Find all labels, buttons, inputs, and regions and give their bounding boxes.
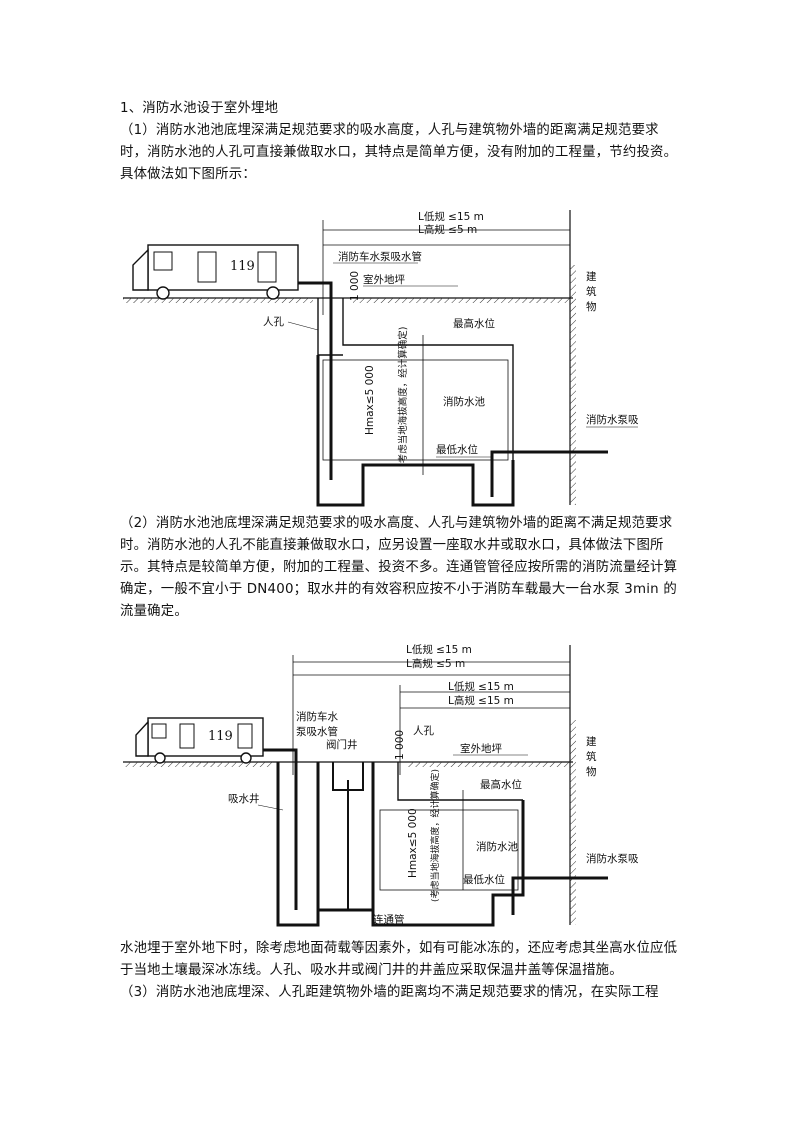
max-level-label: 最高水位 xyxy=(480,778,522,791)
manhole-label: 人孔 xyxy=(413,724,434,737)
paragraph-4: （3）消防水池池底埋深、人孔距建筑物外墙的距离均不满足规范要求的情况，在实际工程 xyxy=(120,985,659,1000)
pump-pipe-label: 消防水泵吸水管 xyxy=(586,413,638,426)
truck-suction-pipe xyxy=(263,748,298,910)
pump-suction-pipe xyxy=(511,876,608,915)
figure-1-diagram: 建 筑 物 L低规 ≤15 m L高规 ≤5 m 119 消防车水泵吸水管 室外… xyxy=(123,210,638,507)
dim-low-inner: L低规 ≤15 m xyxy=(448,680,514,693)
truck-number: 119 xyxy=(230,259,255,274)
truck-number: 119 xyxy=(208,729,233,744)
pool-outline xyxy=(342,298,514,460)
svg-text:建: 建 xyxy=(586,735,597,748)
suction-well-label: 吸水井 xyxy=(228,792,260,805)
truck-pipe-label-1: 消防车水 xyxy=(296,710,338,723)
paragraph-1: （1）消防水池池底埋深满足规范要求的吸水高度，人孔与建筑物外墙的距离满足规范要求… xyxy=(120,123,678,182)
svg-text:物: 物 xyxy=(586,300,597,313)
svg-text:筑: 筑 xyxy=(586,285,597,298)
ground-hatch xyxy=(123,298,313,303)
figure-2-diagram: 建 筑 物 L低规 ≤15 m L高规 ≤5 m L低规 ≤15 m L高规 ≤… xyxy=(123,643,638,927)
pool-label: 消防水池 xyxy=(443,395,485,408)
hmax-label: Hmax≤5 000 xyxy=(364,365,376,435)
dim-high-label: L高规 ≤5 m xyxy=(418,223,477,236)
suction-well xyxy=(276,762,320,927)
dim-high-outer: L高规 ≤5 m xyxy=(406,657,465,670)
dim-high-inner: L高规 ≤15 m xyxy=(448,694,514,707)
dim-low-label: L低规 ≤15 m xyxy=(418,210,484,223)
pump-pipe-label: 消防水泵吸水管 xyxy=(586,852,638,865)
svg-text:筑: 筑 xyxy=(586,750,597,763)
paragraph-3: 水池埋于室外地下时，除考虑地面荷载等因素外，如有可能冰冻的，还应考虑其坐高水位应… xyxy=(120,941,678,978)
dim-low-outer: L低规 ≤15 m xyxy=(406,643,472,656)
depth-label: 1 000 xyxy=(349,271,361,301)
pool-label: 消防水池 xyxy=(476,840,518,853)
fire-truck: 119 xyxy=(132,244,299,300)
hmax-label: Hmax≤5 000 xyxy=(407,808,419,878)
hmax-note: (考虑当地海拔高度，经计算确定) xyxy=(429,769,441,902)
pump-suction-pipe xyxy=(490,450,608,497)
truck-pipe-label: 消防车水泵吸水管 xyxy=(338,250,422,263)
max-level-label: 最高水位 xyxy=(453,317,495,330)
depth-label: 1 000 xyxy=(394,730,406,760)
fire-truck: 119 xyxy=(135,717,264,764)
connect-pipe-label: 连通管 xyxy=(373,913,405,926)
paragraph-2: （2）消防水池池底埋深满足规范要求的吸水高度、人孔与建筑物外墙的距离不满足规范要… xyxy=(120,516,678,619)
manhole-label: 人孔 xyxy=(263,315,284,328)
truck-suction-pipe xyxy=(298,281,333,480)
ground-label: 室外地坪 xyxy=(363,273,405,286)
svg-text:物: 物 xyxy=(586,765,597,778)
section-heading: 1、消防水池设于室外埋地 xyxy=(120,101,279,116)
ground-label: 室外地坪 xyxy=(460,742,502,755)
hmax-note: (考虑当地海拔高度，经计算确定) xyxy=(397,327,409,467)
min-level-label: 最低水位 xyxy=(463,873,505,886)
valve-well-label: 阀门井 xyxy=(326,738,358,751)
building-label-1: 建 xyxy=(586,270,597,283)
min-level-label: 最低水位 xyxy=(436,443,478,456)
truck-pipe-label-2: 泵吸水管 xyxy=(296,725,338,738)
